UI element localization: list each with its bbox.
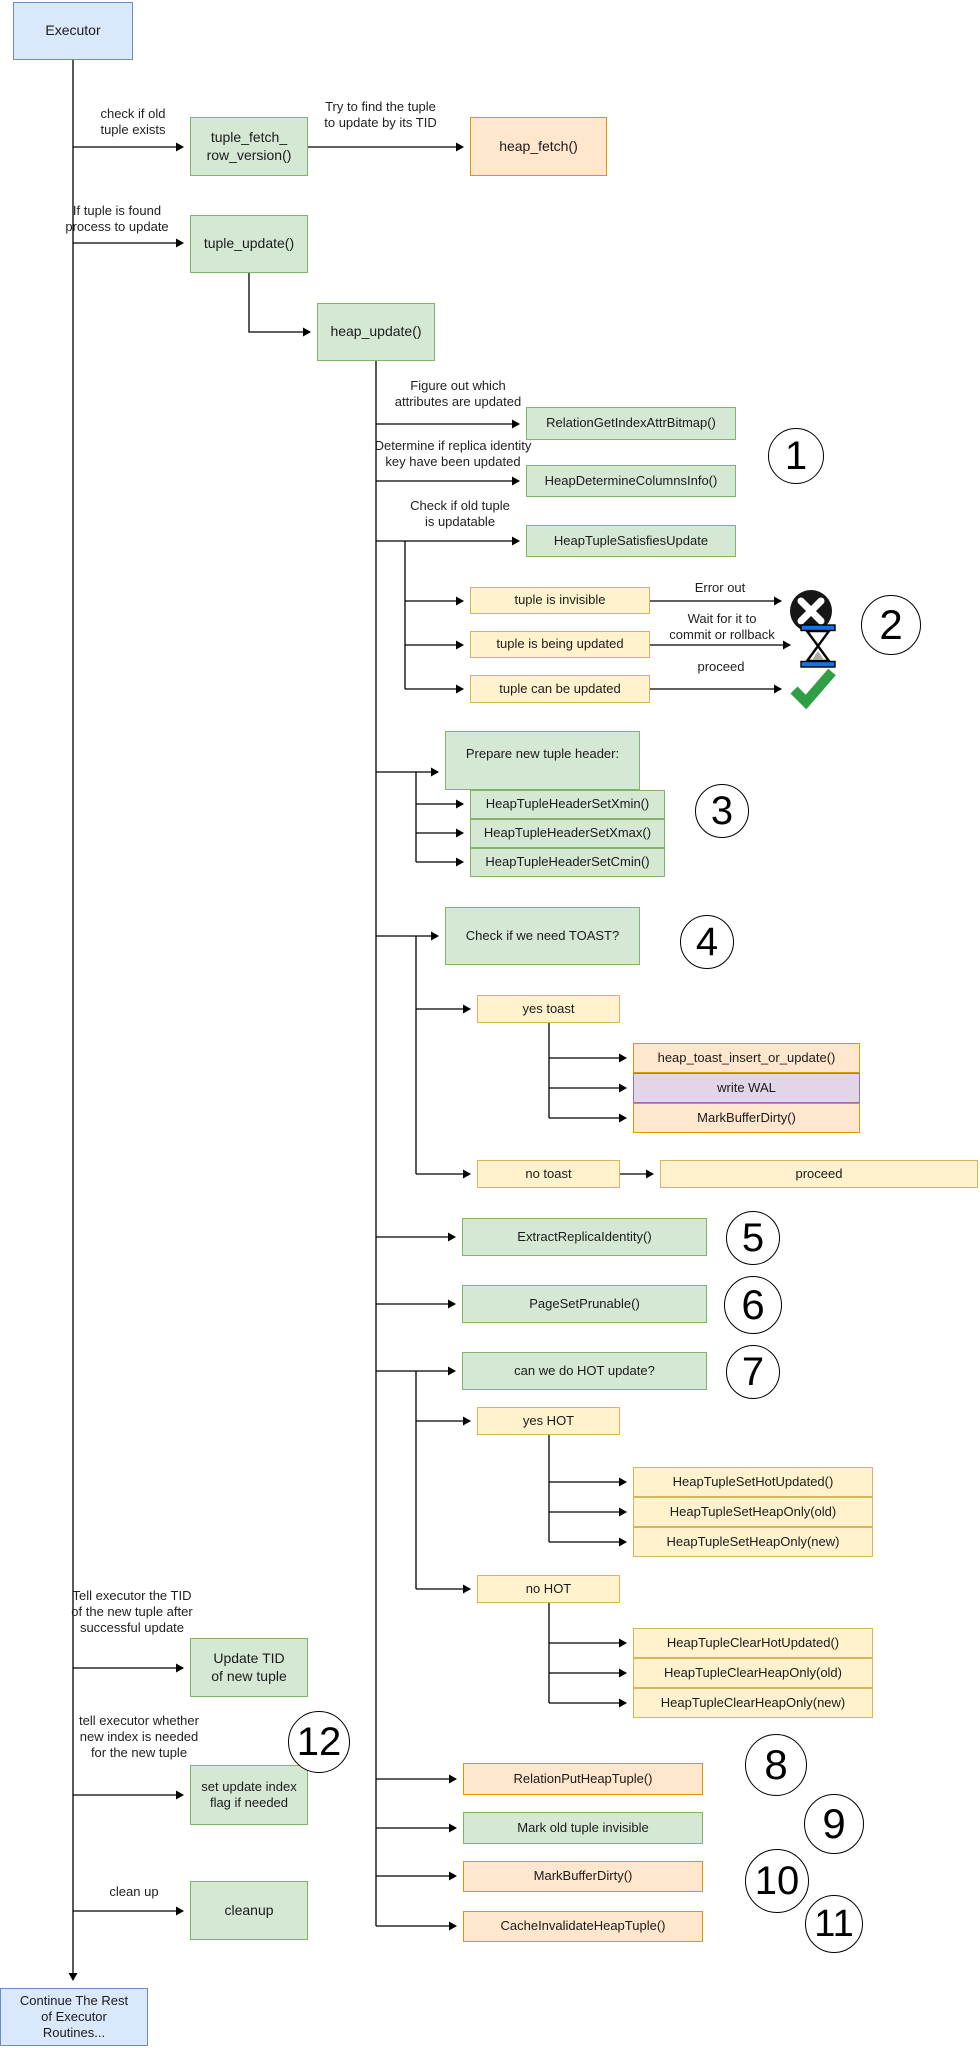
node-heap-tuple-header-set-xmin: HeapTupleHeaderSetXmin() bbox=[470, 790, 665, 819]
step-marker-10: 10 bbox=[745, 1849, 809, 1913]
node-relation-put-heap-tuple: RelationPutHeapTuple() bbox=[463, 1763, 703, 1795]
label-tell-executor-index: tell executor whether new index is neede… bbox=[79, 1713, 199, 1760]
node-no-hot: no HOT bbox=[477, 1575, 620, 1603]
node-heap-tuple-set-hot-updated: HeapTupleSetHotUpdated() bbox=[633, 1467, 873, 1497]
node-extract-replica-identity: ExtractReplicaIdentity() bbox=[462, 1218, 707, 1256]
step-marker-5: 5 bbox=[726, 1211, 780, 1265]
node-set-update-index-flag: set update index flag if needed bbox=[190, 1765, 308, 1825]
label-error-out: Error out bbox=[694, 580, 746, 595]
outcome-arrows bbox=[650, 596, 791, 694]
node-update-tid-of-new-tuple: Update TID of new tuple bbox=[190, 1638, 308, 1697]
node-proceed: proceed bbox=[660, 1160, 978, 1188]
label-figure-out-attributes: Figure out which attributes are updated bbox=[394, 378, 522, 409]
step-marker-9: 9 bbox=[804, 1794, 864, 1854]
label-tell-executor-tid: Tell executor the TID of the new tuple a… bbox=[71, 1588, 193, 1635]
satisfies-update-branch bbox=[404, 541, 464, 694]
node-heap-tuple-clear-heap-only-new: HeapTupleClearHeapOnly(new) bbox=[633, 1688, 873, 1718]
node-heap-tuple-clear-hot-updated: HeapTupleClearHotUpdated() bbox=[633, 1628, 873, 1658]
node-heap-tuple-header-set-xmax: HeapTupleHeaderSetXmax() bbox=[470, 819, 665, 848]
node-tuple-is-being-updated: tuple is being updated bbox=[470, 631, 650, 658]
checkmark-icon bbox=[790, 668, 836, 709]
heap-update-spine bbox=[375, 361, 520, 1931]
node-tuple-update: tuple_update() bbox=[190, 215, 308, 273]
node-yes-hot: yes HOT bbox=[477, 1407, 620, 1435]
node-heap-fetch: heap_fetch() bbox=[470, 117, 607, 176]
node-relation-get-index-attr-bitmap: RelationGetIndexAttrBitmap() bbox=[526, 407, 736, 440]
node-mark-old-tuple-invisible: Mark old tuple invisible bbox=[463, 1812, 703, 1844]
label-if-tuple-is-found: If tuple is found process to update bbox=[65, 203, 169, 234]
node-executor: Executor bbox=[13, 2, 133, 60]
prepare-header-branch bbox=[415, 772, 464, 867]
label-check-old-tuple-updatable: Check if old tuple is updatable bbox=[410, 498, 510, 529]
step-marker-11: 11 bbox=[805, 1895, 863, 1953]
label-determine-replica-identity: Determine if replica identity key have b… bbox=[374, 438, 532, 469]
fetch-update-connectors bbox=[248, 142, 464, 337]
node-no-toast: no toast bbox=[477, 1160, 620, 1188]
node-heap-tuple-header-set-cmin: HeapTupleHeaderSetCmin() bbox=[470, 848, 665, 877]
node-mark-buffer-dirty: MarkBufferDirty() bbox=[463, 1861, 703, 1892]
node-cleanup: cleanup bbox=[190, 1881, 308, 1940]
node-continue-executor: Continue The Rest of Executor Routines..… bbox=[0, 1988, 148, 2046]
step-marker-12: 12 bbox=[288, 1711, 350, 1773]
error-icon bbox=[790, 590, 832, 632]
node-prepare-new-tuple-header: Prepare new tuple header: bbox=[445, 731, 640, 790]
node-heap-update: heap_update() bbox=[317, 303, 435, 361]
node-yes-toast: yes toast bbox=[477, 995, 620, 1023]
node-tuple-is-invisible: tuple is invisible bbox=[470, 587, 650, 614]
step-marker-3: 3 bbox=[695, 784, 749, 838]
node-tuple-fetch-row-version: tuple_fetch_ row_version() bbox=[190, 117, 308, 176]
step-marker-2: 2 bbox=[861, 595, 921, 655]
node-check-if-we-need-toast: Check if we need TOAST? bbox=[445, 907, 640, 965]
node-heap-tuple-set-heap-only-old: HeapTupleSetHeapOnly(old) bbox=[633, 1497, 873, 1527]
step-marker-1: 1 bbox=[768, 428, 824, 484]
label-clean-up: clean up bbox=[109, 1884, 159, 1899]
node-heap-tuple-satisfies-update: HeapTupleSatisfiesUpdate bbox=[526, 525, 736, 557]
step-marker-7: 7 bbox=[726, 1345, 780, 1399]
node-write-wal: write WAL bbox=[633, 1073, 860, 1103]
node-page-set-prunable: PageSetPrunable() bbox=[462, 1285, 707, 1323]
label-proceed: proceed bbox=[697, 659, 745, 674]
node-cache-invalidate-heap-tuple: CacheInvalidateHeapTuple() bbox=[463, 1911, 703, 1942]
hot-update-branch bbox=[415, 1371, 627, 1708]
node-heap-tuple-clear-heap-only-old: HeapTupleClearHeapOnly(old) bbox=[633, 1658, 873, 1688]
step-marker-4: 4 bbox=[680, 915, 734, 969]
node-mark-buffer-dirty-toast: MarkBufferDirty() bbox=[633, 1103, 860, 1133]
step-marker-8: 8 bbox=[745, 1734, 807, 1796]
node-tuple-can-be-updated: tuple can be updated bbox=[470, 675, 650, 703]
executor-spine bbox=[68, 60, 184, 1981]
node-heap-tuple-set-heap-only-new: HeapTupleSetHeapOnly(new) bbox=[633, 1527, 873, 1557]
step-marker-6: 6 bbox=[724, 1276, 782, 1334]
label-try-to-find-tuple: Try to find the tuple to update by its T… bbox=[324, 99, 437, 130]
toast-branch bbox=[415, 936, 654, 1179]
label-wait-commit-rollback: Wait for it to commit or rollback bbox=[669, 611, 775, 642]
node-heap-toast-insert-or-update: heap_toast_insert_or_update() bbox=[633, 1043, 860, 1073]
node-can-we-do-hot-update: can we do HOT update? bbox=[462, 1352, 707, 1390]
node-heap-determine-columns-info: HeapDetermineColumnsInfo() bbox=[526, 465, 736, 497]
label-check-if-old-tuple-exists: check if old tuple exists bbox=[100, 106, 166, 137]
hourglass-icon bbox=[800, 624, 836, 668]
